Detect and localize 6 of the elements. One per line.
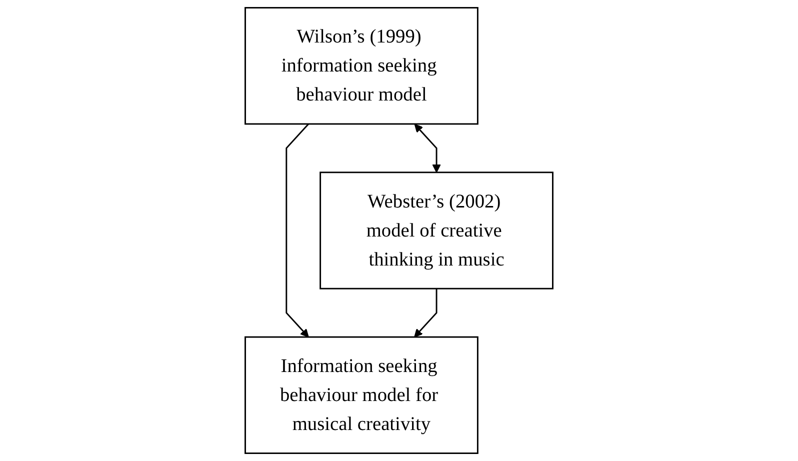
arrow xyxy=(414,288,438,338)
node-box: Information seeking behaviour model for musical creativity xyxy=(244,336,478,454)
node-box: Wilson’s (1999) information seeking behaviour model xyxy=(244,7,478,125)
node-box: Webster’s (2002) model of creative thinking in music xyxy=(320,172,554,290)
arrow xyxy=(286,123,310,338)
arrow xyxy=(414,124,441,173)
